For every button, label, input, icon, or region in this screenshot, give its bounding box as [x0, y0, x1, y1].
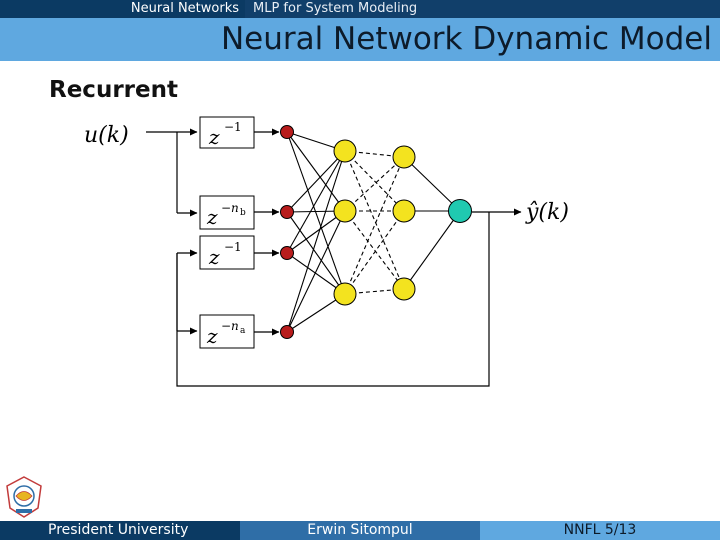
hidden-node: [333, 199, 357, 223]
input-node: [280, 125, 294, 139]
input-nodes: [280, 125, 294, 339]
nav-topic[interactable]: MLP for System Modeling: [245, 0, 720, 18]
footer-page-number: NNFL 5/13: [480, 521, 720, 540]
svg-text:−1: −1: [224, 120, 242, 134]
slide-title: Neural Network Dynamic Model: [220, 21, 712, 57]
footer: President University Erwin Sitompul NNFL…: [0, 521, 720, 540]
delay-block-1: z −1: [199, 116, 255, 149]
output-label: ŷ(k): [525, 200, 569, 225]
svg-text:a: a: [240, 326, 246, 336]
input-node: [280, 246, 294, 260]
title-bar: Neural Network Dynamic Model: [0, 18, 720, 61]
footer-institution: President University: [0, 521, 240, 540]
svg-text:−n: −n: [221, 201, 239, 215]
weights-hidden1-hidden2: [344, 150, 405, 295]
svg-text:−n: −n: [221, 319, 239, 333]
svg-text:z: z: [206, 324, 218, 348]
weights-hidden2-output: [403, 156, 461, 290]
hidden-node: [392, 199, 416, 223]
svg-text:z: z: [208, 125, 220, 149]
delay-block-3: z −1: [199, 235, 255, 270]
svg-text:z: z: [208, 245, 220, 269]
hidden-node: [392, 277, 416, 301]
svg-text:z: z: [206, 205, 218, 229]
svg-text:−1: −1: [224, 240, 242, 254]
output-node: [448, 199, 472, 223]
input-node: [280, 205, 294, 219]
top-navigation: Neural Networks MLP for System Modeling: [0, 0, 720, 18]
svg-text:b: b: [240, 208, 246, 218]
hidden-layer-1: [333, 139, 357, 306]
weights-input-hidden1: [286, 131, 346, 333]
input-node: [280, 325, 294, 339]
hidden-node: [333, 282, 357, 306]
input-label: u(k): [84, 123, 129, 148]
hidden-node: [392, 145, 416, 169]
delay-block-2: z −n b: [199, 195, 255, 230]
university-logo: [6, 476, 42, 518]
delay-block-4: z −n a: [199, 314, 255, 349]
footer-author: Erwin Sitompul: [240, 521, 480, 540]
hidden-layer-2: [392, 145, 416, 301]
nav-course-title[interactable]: Neural Networks: [0, 0, 245, 18]
section-heading: Recurrent: [49, 77, 178, 103]
hidden-node: [333, 139, 357, 163]
